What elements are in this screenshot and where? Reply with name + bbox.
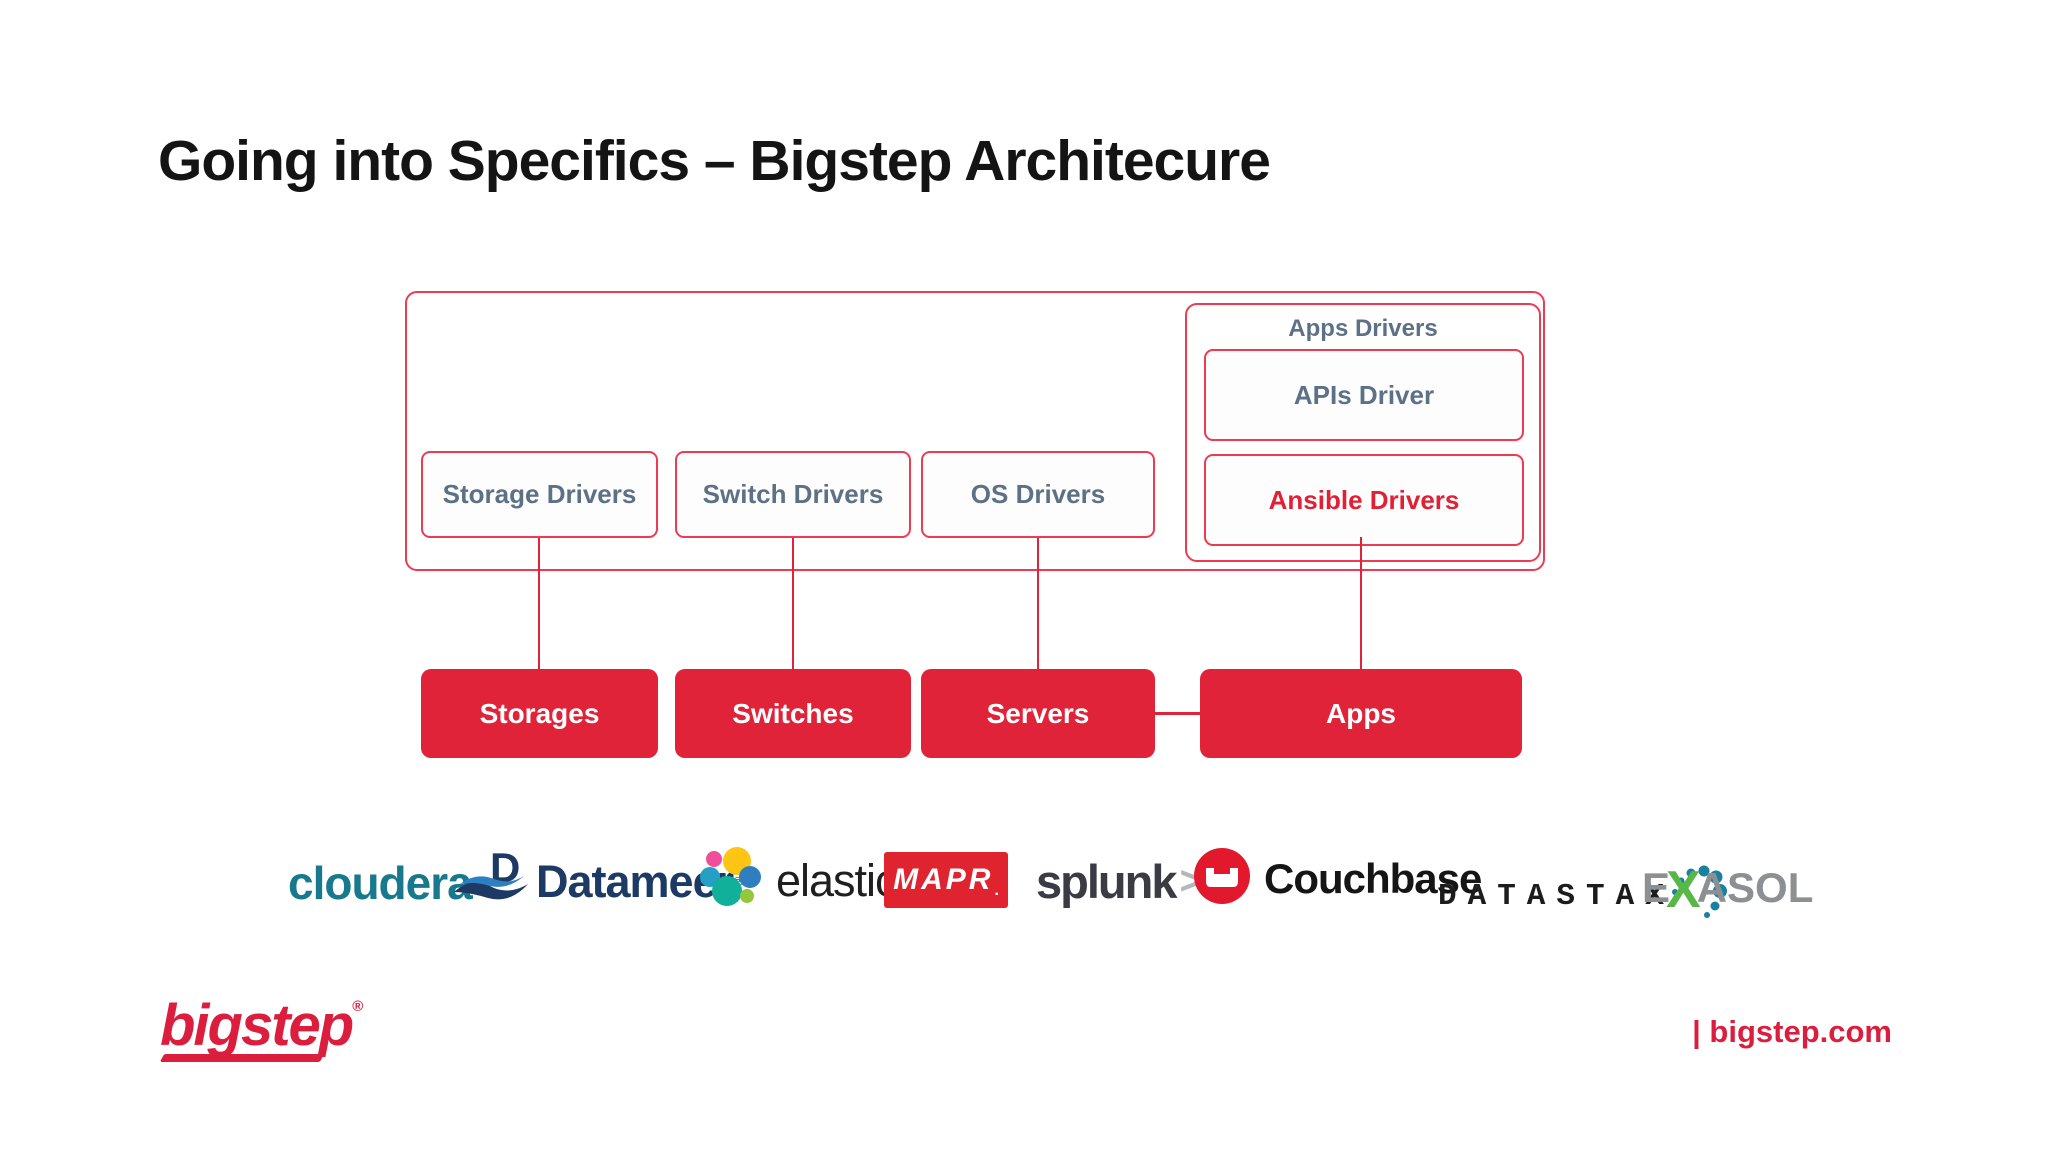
apps-drivers-group: Apps Drivers APIs Driver Ansible Drivers (1185, 303, 1541, 562)
cloudera-wordmark: cloudera (288, 857, 473, 909)
apps-box: Apps (1200, 669, 1522, 758)
apis-driver-box: APIs Driver (1204, 349, 1524, 441)
datastax-logo: DATASTAX (1438, 862, 1727, 931)
elastic-logo: elastic (700, 846, 898, 915)
bigstep-registered-mark: ® (352, 997, 364, 1015)
couchbase-logo: Couchbase (1192, 846, 1482, 911)
switch-drivers-box: Switch Drivers (675, 451, 911, 538)
connector-storage (538, 538, 540, 669)
servers-box: Servers (921, 669, 1155, 758)
connector-servers-apps (1155, 712, 1200, 715)
mapr-logo: MAPR . (884, 852, 1008, 908)
datastax-dots-icon (1671, 862, 1727, 931)
ansible-drivers-box: Ansible Drivers (1204, 454, 1524, 546)
architecture-outer-box (405, 291, 1545, 571)
elastic-cluster-icon (700, 846, 764, 915)
cloudera-logo: cloudera (288, 856, 473, 910)
apps-drivers-title: Apps Drivers (1288, 315, 1438, 342)
exasol-x: X (1666, 861, 1701, 919)
couchbase-couch-icon (1192, 846, 1252, 911)
os-drivers-box: OS Drivers (921, 451, 1155, 538)
couchbase-wordmark: Couchbase (1264, 854, 1482, 902)
storage-drivers-box: Storage Drivers (421, 451, 658, 538)
slide-title: Going into Specifics – Bigstep Architecu… (158, 129, 1271, 193)
connector-switch (792, 538, 794, 669)
mapr-wordmark: MAPR (893, 863, 994, 896)
datastax-wordmark: DATASTAX (1438, 879, 1675, 914)
exasol-rest: ASOL (1696, 864, 1814, 911)
splunk-wordmark: splunk (1036, 855, 1177, 908)
switches-box: Switches (675, 669, 911, 758)
connector-apps (1360, 537, 1362, 669)
datameer-wave-icon: D (452, 844, 530, 915)
bigstep-logo: bigstep® (159, 992, 364, 1062)
mapr-dot: . (994, 882, 999, 899)
elastic-wordmark: elastic (776, 854, 898, 906)
footer-site-url: | bigstep.com (1692, 1014, 1892, 1049)
connector-os (1037, 538, 1039, 669)
bigstep-wordmark: bigstep (160, 993, 354, 1058)
storages-box: Storages (421, 669, 658, 758)
exasol-e: E (1642, 864, 1671, 911)
splunk-logo: splunk > (1036, 854, 1203, 909)
bigstep-underline (159, 1054, 325, 1062)
